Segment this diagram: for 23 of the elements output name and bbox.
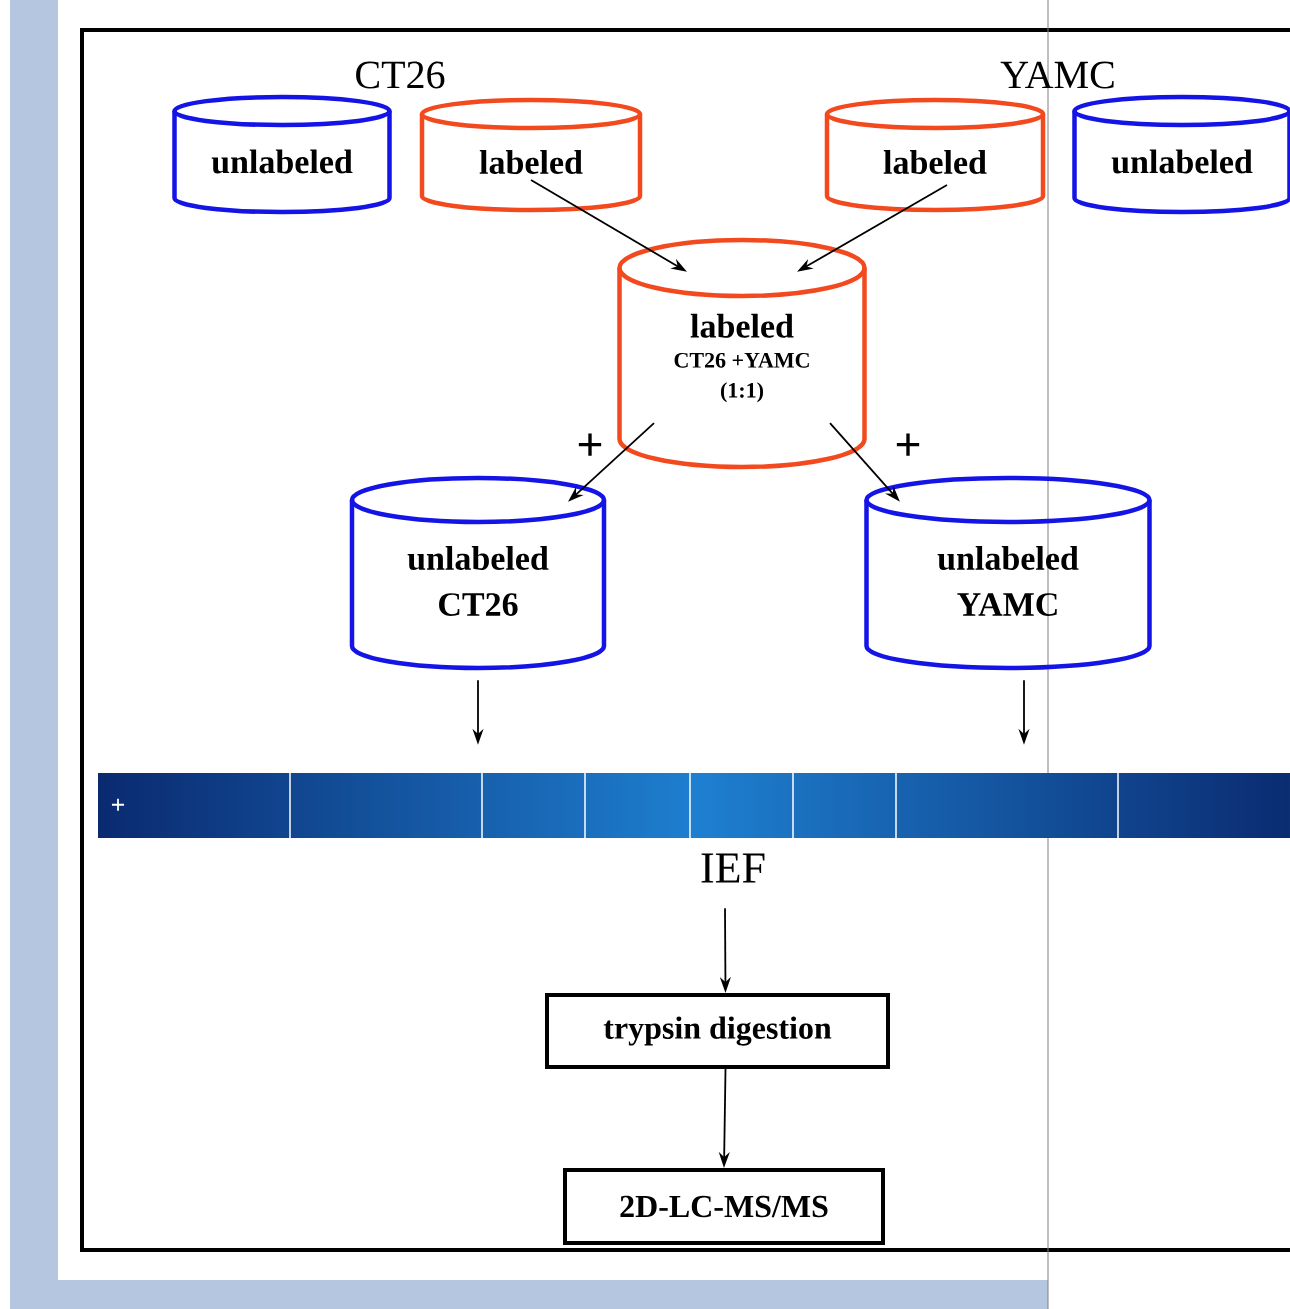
cylinder: unlabeled YAMC: [864, 475, 1152, 671]
cylinder: unlabeled CT26: [349, 475, 607, 671]
cylinder: unlabeled: [172, 94, 392, 215]
node-label: unlabeled CT26: [407, 546, 549, 616]
strip-caption: IEF: [701, 853, 765, 883]
label: +: [896, 433, 920, 456]
cylinder: labeled: [824, 97, 1046, 213]
node-label: labeled: [883, 150, 987, 174]
label: +: [578, 433, 602, 456]
label: CT26: [356, 61, 445, 89]
node-label: labeled: [690, 313, 794, 338]
cylinder: unlabeled: [1072, 94, 1290, 215]
node-label: unlabeled YAMC: [937, 546, 1079, 616]
node-label: unlabeled: [1111, 149, 1253, 174]
node-label: labeled: [479, 150, 583, 174]
cylinder: labeled: [419, 97, 643, 213]
gel-strip: +: [111, 772, 1119, 839]
process-box: trypsin digestion: [545, 993, 890, 1069]
cylinder: labeled CT26 +YAMC (1:1): [617, 237, 867, 470]
process-box: 2D-LC-MS/MS: [563, 1168, 885, 1245]
node-label: CT26 +YAMC (1:1): [674, 352, 809, 403]
label: YAMC: [1000, 61, 1114, 89]
node-label: unlabeled: [211, 149, 353, 174]
